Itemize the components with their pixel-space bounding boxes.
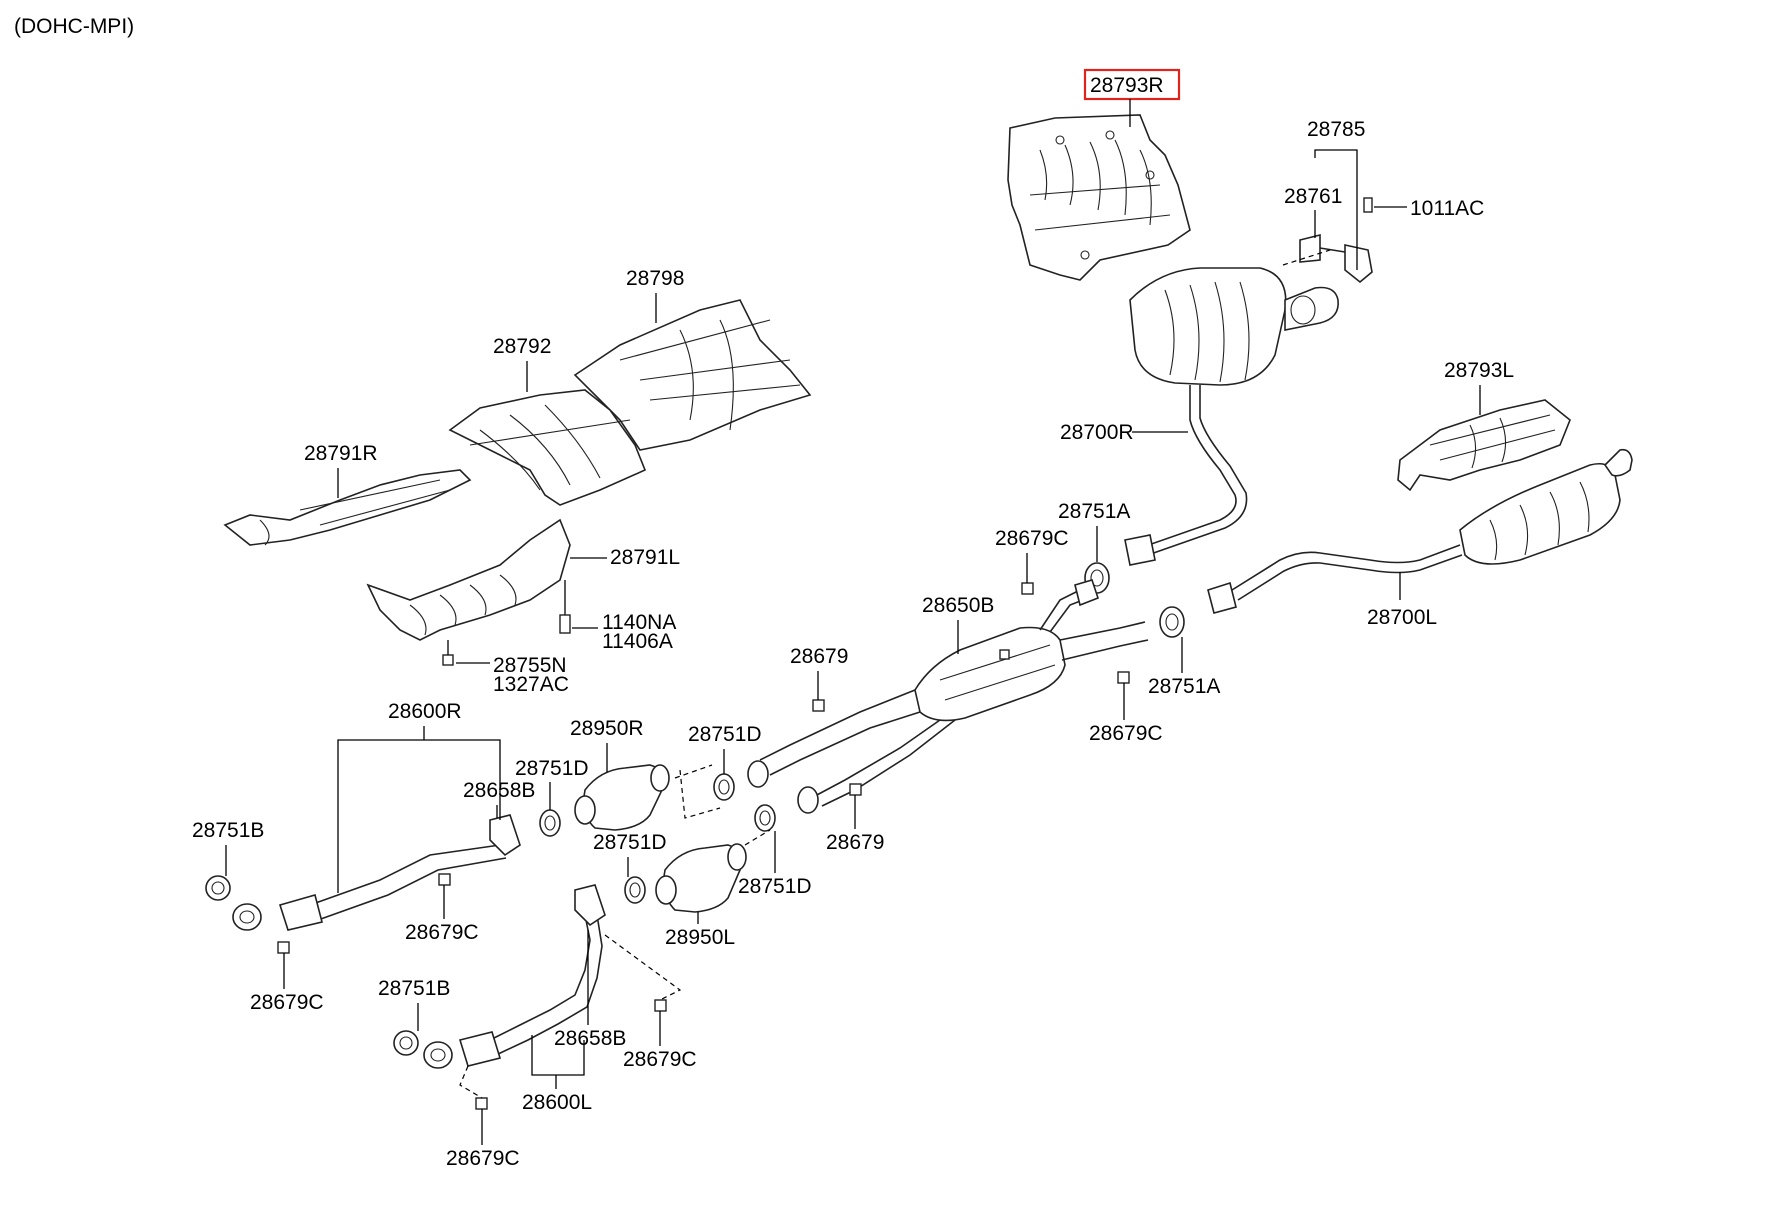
front-pipe-28600l-shape[interactable] xyxy=(423,884,606,1069)
leader-28600r xyxy=(337,739,501,893)
label-28791l[interactable]: 28791L xyxy=(610,546,680,569)
label-28798[interactable]: 28798 xyxy=(626,267,684,290)
nut-28679c-mid-shape[interactable] xyxy=(1117,671,1130,684)
label-28751b-b[interactable]: 28751B xyxy=(378,977,450,1000)
label-28793l[interactable]: 28793L xyxy=(1444,359,1514,382)
hanger-bracket-shape[interactable] xyxy=(1299,197,1373,284)
leader-28785 xyxy=(1314,149,1358,270)
label-28600r[interactable]: 28600R xyxy=(388,700,462,723)
label-28761[interactable]: 28761 xyxy=(1284,185,1342,208)
gasket-28751a-right-shape[interactable] xyxy=(1159,606,1185,638)
nut-28679-top-shape[interactable] xyxy=(812,699,825,712)
rear-muffler-right-shape[interactable] xyxy=(1124,267,1339,566)
label-28650b[interactable]: 28650B xyxy=(922,594,994,617)
label-1140na[interactable]: 1140NA xyxy=(602,611,676,634)
label-1327ac[interactable]: 1327AC xyxy=(493,673,569,696)
label-28950l[interactable]: 28950L xyxy=(665,926,735,949)
front-pipe-28600r-shape[interactable] xyxy=(232,814,521,931)
label-28679c-top[interactable]: 28679C xyxy=(995,527,1069,550)
label-28751d-c[interactable]: 28751D xyxy=(593,831,667,854)
center-muffler-28650b-shape[interactable] xyxy=(747,579,1149,814)
label-28679c-mid[interactable]: 28679C xyxy=(1089,722,1163,745)
gasket-28751d-b-shape[interactable] xyxy=(713,773,735,801)
highlight-box-28793r xyxy=(1083,68,1181,101)
nut-28679-right-shape[interactable] xyxy=(849,783,862,796)
leader-28600l xyxy=(531,1035,585,1076)
label-28679c-c[interactable]: 28679C xyxy=(623,1048,697,1071)
label-28679c-d[interactable]: 28679C xyxy=(446,1147,520,1170)
label-1011ac[interactable]: 1011AC xyxy=(1410,197,1484,220)
engine-variant-title: (DOHC-MPI) xyxy=(14,15,134,38)
label-28658b-b[interactable]: 28658B xyxy=(554,1027,626,1050)
catalytic-converter-28950l-shape[interactable] xyxy=(655,843,747,913)
gasket-28751d-d-shape[interactable] xyxy=(754,804,776,832)
label-28679c-b[interactable]: 28679C xyxy=(250,991,324,1014)
label-28792[interactable]: 28792 xyxy=(493,335,551,358)
nut-28679c-d-shape[interactable] xyxy=(475,1097,488,1110)
heat-shield-28798-shape[interactable] xyxy=(573,299,812,451)
label-28751d-d[interactable]: 28751D xyxy=(738,875,812,898)
label-28950r[interactable]: 28950R xyxy=(570,717,644,740)
label-28679-top[interactable]: 28679 xyxy=(790,645,848,668)
gasket-28751b-a-shape[interactable] xyxy=(205,875,231,901)
label-28751d-a[interactable]: 28751D xyxy=(515,757,589,780)
label-28679c-a[interactable]: 28679C xyxy=(405,921,479,944)
label-28751a-right[interactable]: 28751A xyxy=(1148,675,1220,698)
label-28751a-top[interactable]: 28751A xyxy=(1058,500,1130,523)
label-28791r[interactable]: 28791R xyxy=(304,442,378,465)
nut-28679c-b-shape[interactable] xyxy=(277,941,290,954)
catalytic-converter-28950r-shape[interactable] xyxy=(574,764,670,831)
nut-28679c-a-shape[interactable] xyxy=(438,873,451,886)
rear-muffler-left-shape[interactable] xyxy=(1207,448,1633,614)
nut-28679c-c-shape[interactable] xyxy=(654,999,667,1012)
heat-shield-28791l-shape[interactable] xyxy=(366,518,571,666)
heat-shield-28793r-shape[interactable] xyxy=(1007,114,1191,281)
label-28793r[interactable]: 28793R xyxy=(1090,74,1164,97)
dash-cat-r-gasket xyxy=(674,764,713,779)
label-28700r[interactable]: 28700R xyxy=(1060,421,1134,444)
label-28751b-a[interactable]: 28751B xyxy=(192,819,264,842)
label-11406a[interactable]: 11406A xyxy=(602,630,673,653)
dash-28950r xyxy=(679,769,721,819)
label-28785[interactable]: 28785 xyxy=(1307,118,1365,141)
label-28700l[interactable]: 28700L xyxy=(1367,606,1437,629)
dash-28600l xyxy=(604,934,682,1001)
heat-shield-28792-shape[interactable] xyxy=(448,389,647,506)
label-28658b-a[interactable]: 28658B xyxy=(463,779,535,802)
gasket-28751b-b-shape[interactable] xyxy=(393,1030,419,1056)
gasket-28751d-c-shape[interactable] xyxy=(624,876,646,904)
dash-28679c-d xyxy=(459,1065,483,1099)
label-28751d-b[interactable]: 28751D xyxy=(688,723,762,746)
gasket-28751d-a-shape[interactable] xyxy=(539,809,561,837)
heat-shield-28793l-shape[interactable] xyxy=(1397,399,1571,492)
dash-28950l xyxy=(744,829,771,846)
nut-28679c-top-shape[interactable] xyxy=(1021,582,1034,595)
label-28600l[interactable]: 28600L xyxy=(522,1091,592,1114)
label-28679-right[interactable]: 28679 xyxy=(826,831,884,854)
heat-shield-28791r-shape[interactable] xyxy=(223,469,472,546)
label-28755n[interactable]: 28755N xyxy=(493,654,567,677)
